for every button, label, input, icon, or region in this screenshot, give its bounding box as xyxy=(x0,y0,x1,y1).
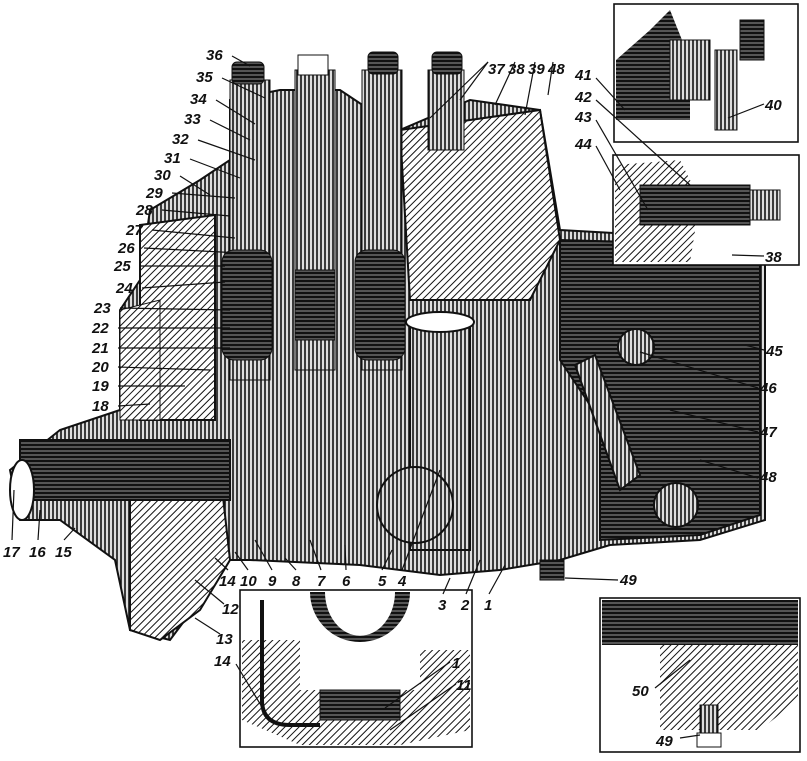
callout-47: 47 xyxy=(759,424,777,441)
callout-15: 15 xyxy=(55,544,72,561)
callout-25: 25 xyxy=(113,258,131,275)
callout-26: 26 xyxy=(117,240,135,257)
callout-5: 5 xyxy=(378,573,387,590)
inset-bottom-center xyxy=(239,589,473,748)
callout-6: 6 xyxy=(342,573,351,590)
governor-lever xyxy=(573,353,642,492)
callout-43: 43 xyxy=(574,109,592,126)
inset-bottom-right xyxy=(599,597,801,753)
inset-top-right-2 xyxy=(612,154,800,266)
callout-7: 7 xyxy=(317,573,326,590)
callout-17: 17 xyxy=(3,544,20,561)
callout-12: 12 xyxy=(222,601,239,618)
callout-13: 13 xyxy=(216,631,233,648)
callout-46: 46 xyxy=(759,380,777,397)
inset-top-right-1 xyxy=(613,3,799,143)
callout-8: 8 xyxy=(292,573,301,590)
callout-32: 32 xyxy=(172,131,189,148)
plunger-4 xyxy=(427,69,465,151)
callout-37: 37 xyxy=(488,61,505,78)
callout-40: 40 xyxy=(764,97,782,114)
callout-33: 33 xyxy=(184,111,201,128)
callout-45: 45 xyxy=(765,343,783,360)
callout-44: 44 xyxy=(574,136,592,153)
callout-41: 41 xyxy=(574,67,592,84)
callout-14-inset: 14 xyxy=(214,653,231,670)
callout-1-inset: 1 xyxy=(452,655,460,672)
callout-4: 4 xyxy=(397,573,407,590)
callout-1: 1 xyxy=(484,597,492,614)
callout-19: 19 xyxy=(92,378,109,395)
callout-48: 48 xyxy=(759,469,777,486)
callout-31: 31 xyxy=(164,150,181,167)
leader-lines xyxy=(11,55,765,739)
callout-3: 3 xyxy=(438,597,447,614)
callout-49: 49 xyxy=(619,572,637,589)
callout-2: 2 xyxy=(460,597,470,614)
callout-9: 9 xyxy=(268,573,277,590)
callout-36: 36 xyxy=(206,47,223,64)
pump-body xyxy=(8,51,766,642)
callout-38: 38 xyxy=(508,61,525,78)
callout-30: 30 xyxy=(154,167,171,184)
callout-28: 28 xyxy=(135,202,153,219)
callout-23: 23 xyxy=(93,300,111,317)
callout-42: 42 xyxy=(574,89,592,106)
callout-11: 11 xyxy=(456,677,472,694)
callout-20: 20 xyxy=(91,359,109,376)
callout-27: 27 xyxy=(125,222,143,239)
callout-22: 22 xyxy=(91,320,109,337)
callout-24: 24 xyxy=(115,280,133,297)
callout-10: 10 xyxy=(240,573,257,590)
callout-14: 14 xyxy=(219,573,236,590)
callout-21: 21 xyxy=(91,340,109,357)
camshaft xyxy=(19,439,231,501)
callout-16: 16 xyxy=(29,544,46,561)
callout-29: 29 xyxy=(145,185,163,202)
callout-35: 35 xyxy=(196,69,213,86)
callout-labels: 36 35 34 33 32 31 30 29 28 27 26 25 24 2… xyxy=(3,47,783,750)
callout-49-inset: 49 xyxy=(655,733,673,750)
callout-34: 34 xyxy=(190,91,207,108)
callout-50: 50 xyxy=(632,683,649,700)
callout-18: 18 xyxy=(92,398,109,415)
callout-48-top: 48 xyxy=(547,61,565,78)
callout-39: 39 xyxy=(528,61,545,78)
callout-38-inset: 38 xyxy=(765,249,782,266)
